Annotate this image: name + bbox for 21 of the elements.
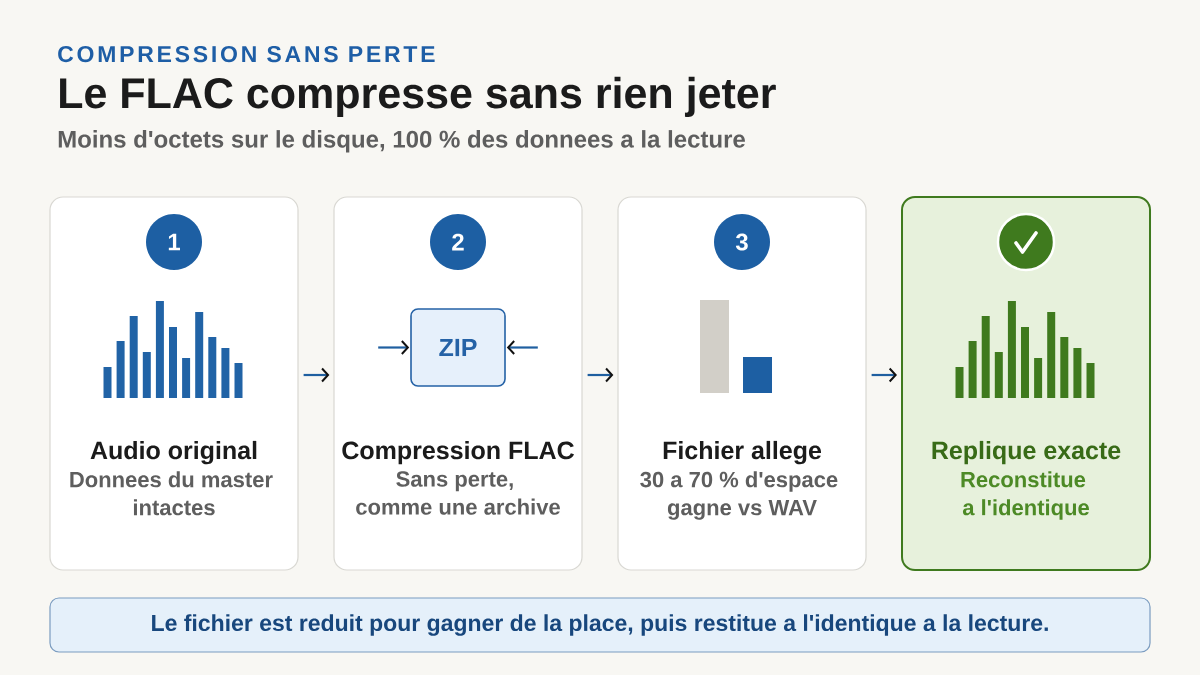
card-heading: Compression FLAC xyxy=(342,440,574,465)
card-description: Sans perte, comme une archive xyxy=(356,471,560,515)
number-badge: 2 xyxy=(430,214,486,270)
subtitle: Moins d'octets sur le disque, 100 % des donnees a la lecture xyxy=(58,130,745,153)
card-heading: Replique exacte xyxy=(932,440,1121,465)
card-description: Reconstitue a l'identique xyxy=(961,471,1089,520)
title: Le FLAC compresse sans rien jeter xyxy=(60,76,776,117)
number-badge: 3 xyxy=(714,214,770,270)
arrow xyxy=(506,340,538,355)
card-heading: Audio original xyxy=(90,440,257,465)
card-description: 30 a 70 % d'espace gagne vs WAV xyxy=(640,471,838,520)
arrow xyxy=(871,367,897,383)
arrow xyxy=(378,340,410,355)
summary-banner: Le fichier est reduit pour gagner de la place, puis restitue a l'identique a la lecture. xyxy=(49,597,1151,653)
arrow xyxy=(587,367,614,383)
card-description: Donnees du master intactes xyxy=(70,471,273,516)
card-heading: Fichier allege xyxy=(663,440,822,465)
number-badge: 1 xyxy=(146,214,202,270)
section-label: COMPRESSION SANS PERTE xyxy=(58,45,435,63)
arrow xyxy=(303,367,330,383)
zip-box: ZIP xyxy=(410,308,506,387)
